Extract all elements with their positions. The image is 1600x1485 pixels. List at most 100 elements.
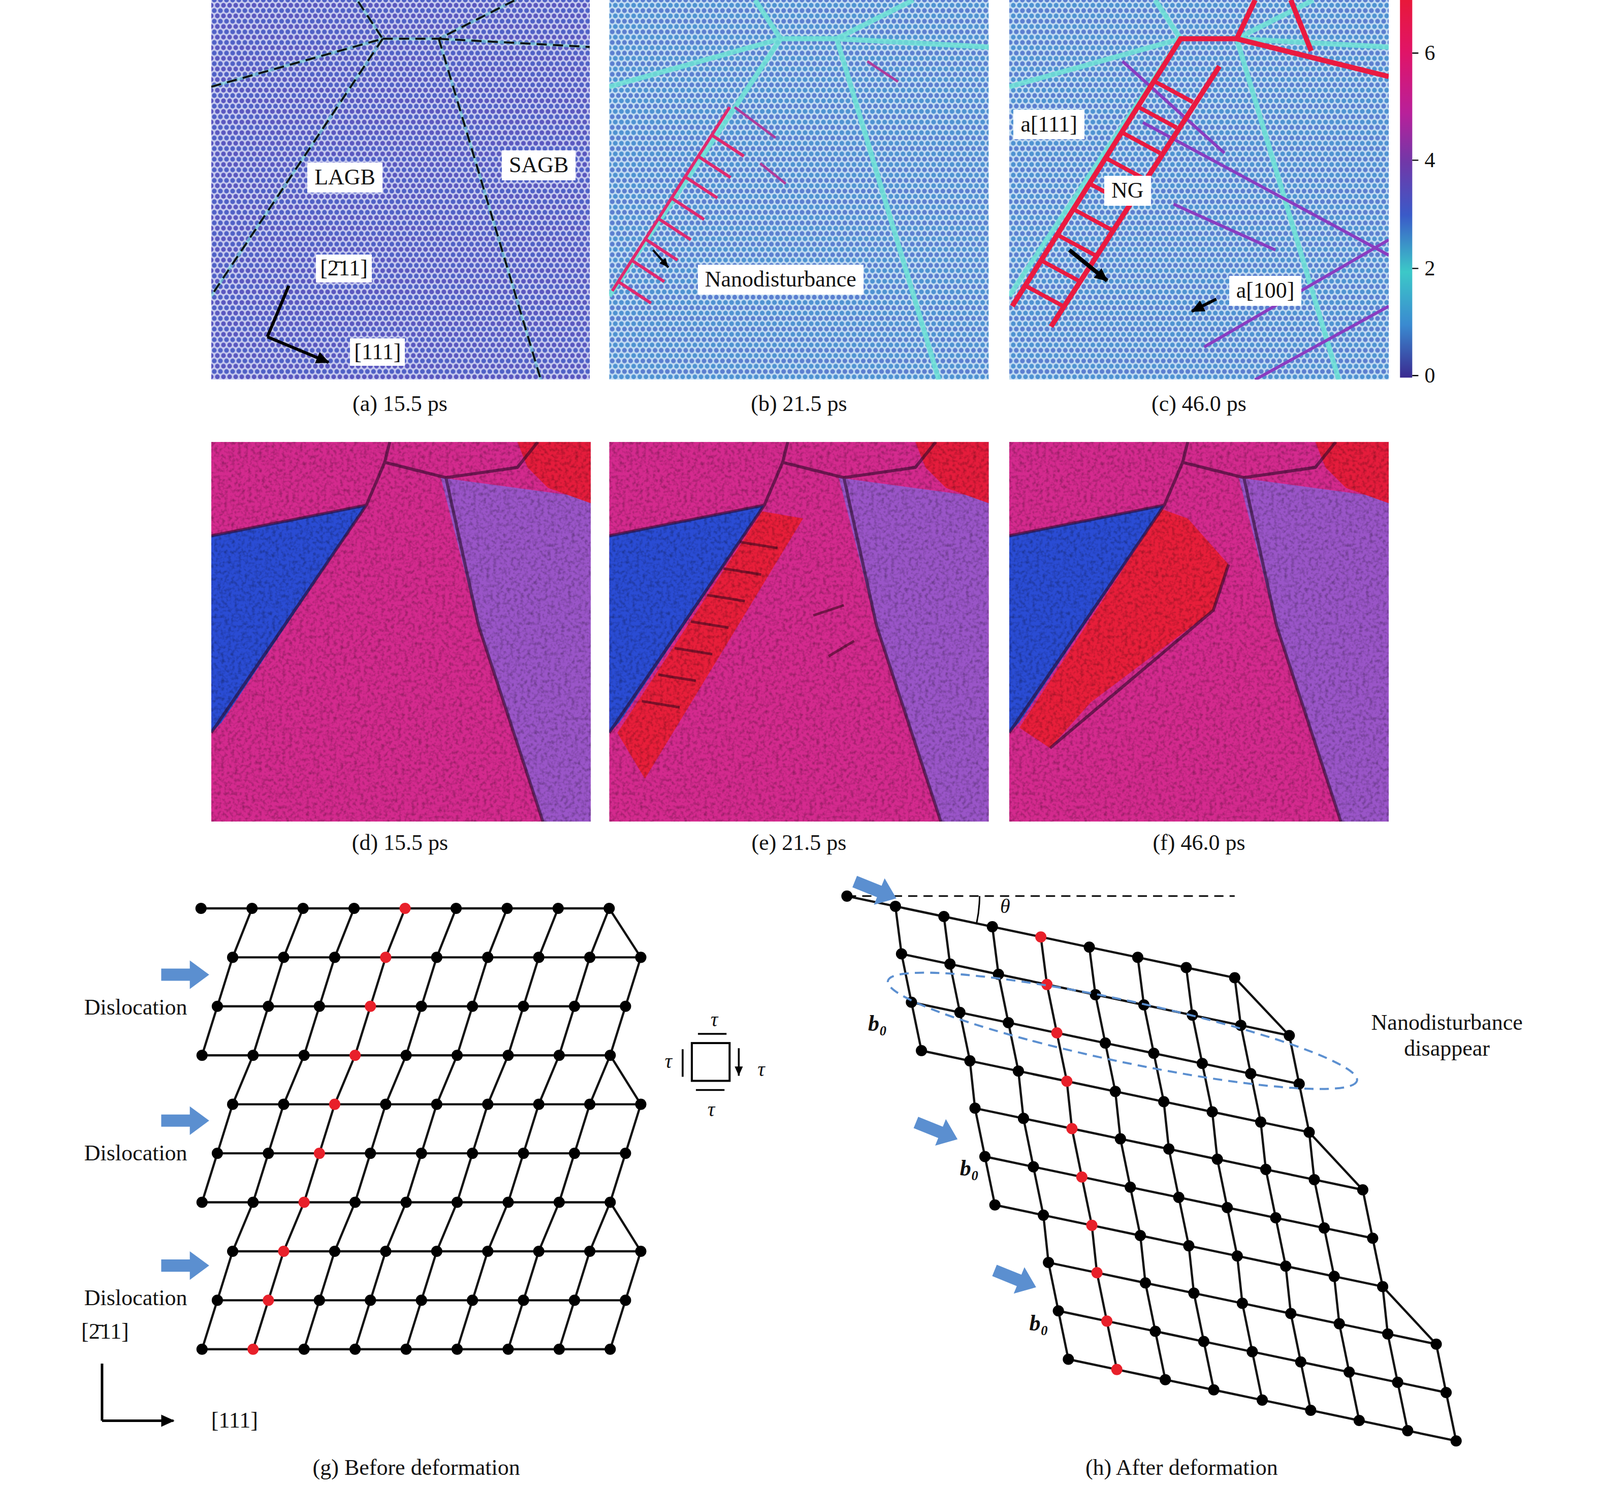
atom (954, 1006, 966, 1018)
atom (1180, 961, 1192, 973)
lattice-bonds (201, 908, 642, 1350)
marker-atom (1076, 1171, 1088, 1183)
atom (431, 1098, 443, 1110)
atom (964, 1054, 976, 1067)
atom (502, 1196, 514, 1208)
atom (1450, 1434, 1462, 1447)
atom (1099, 1037, 1111, 1049)
atom (938, 910, 950, 922)
box-label: NG (1111, 177, 1144, 204)
marker-atom (379, 951, 392, 963)
atom (979, 1150, 991, 1162)
atom (246, 902, 258, 914)
atom (986, 920, 999, 933)
atom (568, 1000, 581, 1012)
atom (196, 1049, 208, 1061)
direction-label: [111] (349, 338, 405, 367)
angle-symbol: θ (1000, 894, 1011, 918)
marker-atom (364, 1000, 376, 1012)
atom (247, 1049, 259, 1061)
atom (364, 1147, 376, 1159)
reference-line (846, 894, 1235, 897)
atom (552, 902, 564, 914)
atom (1382, 1328, 1394, 1340)
orientation-map-e (609, 441, 989, 822)
atom (416, 1147, 428, 1159)
atom (298, 1343, 310, 1355)
atom (1333, 1318, 1346, 1330)
atom (1173, 1191, 1185, 1203)
atom (915, 1044, 927, 1056)
atom (211, 1294, 223, 1306)
atom (533, 1098, 545, 1110)
orientation-map-f (1009, 441, 1389, 822)
burgers-vector: b₀ (1029, 1310, 1048, 1337)
atom (400, 1196, 412, 1208)
atom (1343, 1366, 1355, 1378)
stress-symbol: τ (664, 1049, 672, 1073)
atom (518, 1294, 530, 1306)
atom (1149, 1325, 1161, 1337)
md-snapshot-a (211, 0, 590, 380)
atom (568, 1294, 581, 1306)
atom (553, 1196, 565, 1208)
atom (195, 902, 207, 914)
atom (1188, 1287, 1200, 1299)
atom (247, 1196, 259, 1208)
atom (431, 951, 443, 963)
atom (1366, 1232, 1379, 1244)
marker-atom (247, 1343, 259, 1355)
box-label: a[111] (1020, 111, 1078, 138)
atom (313, 1294, 326, 1306)
atom (1083, 941, 1095, 953)
atom (533, 951, 545, 963)
atom (400, 1049, 412, 1061)
marker-atom (1091, 1266, 1103, 1278)
atom (364, 1294, 376, 1306)
box-label: SAGB (508, 152, 569, 179)
atom (603, 902, 615, 914)
atom (604, 1343, 616, 1355)
burgers-vector: b₀ (960, 1155, 979, 1182)
atom (1182, 1239, 1195, 1252)
atom (1206, 1105, 1219, 1117)
atom (1236, 1297, 1248, 1309)
atom (277, 1098, 290, 1110)
axis-label: [111] (211, 1407, 259, 1434)
marker-atom (298, 1196, 310, 1208)
panel-caption: (b) 21.5 ps (750, 391, 847, 418)
atom (451, 1049, 463, 1061)
marker-atom (262, 1294, 274, 1306)
colorbar-value: 0 (1424, 363, 1435, 388)
dislocation-arrows-h (849, 868, 1042, 1301)
colorbar-value: 2 (1424, 256, 1435, 281)
md-snapshot-c (1009, 0, 1389, 380)
atom (518, 1147, 530, 1159)
atom (450, 902, 462, 914)
panel-caption: (c) 46.0 ps (1151, 391, 1247, 418)
stress-symbol: τ (707, 1097, 715, 1122)
lattice-after (841, 890, 1462, 1447)
atom (1440, 1386, 1452, 1398)
atom (1328, 1270, 1340, 1282)
atom (1280, 1260, 1292, 1272)
atom (1211, 1153, 1224, 1165)
atom (1377, 1280, 1389, 1292)
atom (1158, 1095, 1170, 1107)
label-box: a[111] (1013, 109, 1085, 140)
lattice-before (195, 902, 647, 1355)
atom (1256, 1394, 1268, 1406)
atom (584, 1245, 596, 1257)
dislocation-label: Dislocation (84, 1140, 188, 1167)
atom (635, 1098, 647, 1110)
colorbar (1399, 0, 1413, 378)
stress-symbol: τ (710, 1007, 718, 1032)
annotation: Nanodisturbance disappear (1360, 1009, 1534, 1062)
atom (277, 951, 290, 963)
atom (227, 1245, 239, 1257)
atom (1231, 1250, 1243, 1262)
dislocation-label: Dislocation (84, 994, 188, 1021)
atom (431, 1245, 443, 1257)
atom (1285, 1307, 1297, 1319)
shear-stress-element (682, 1033, 739, 1090)
